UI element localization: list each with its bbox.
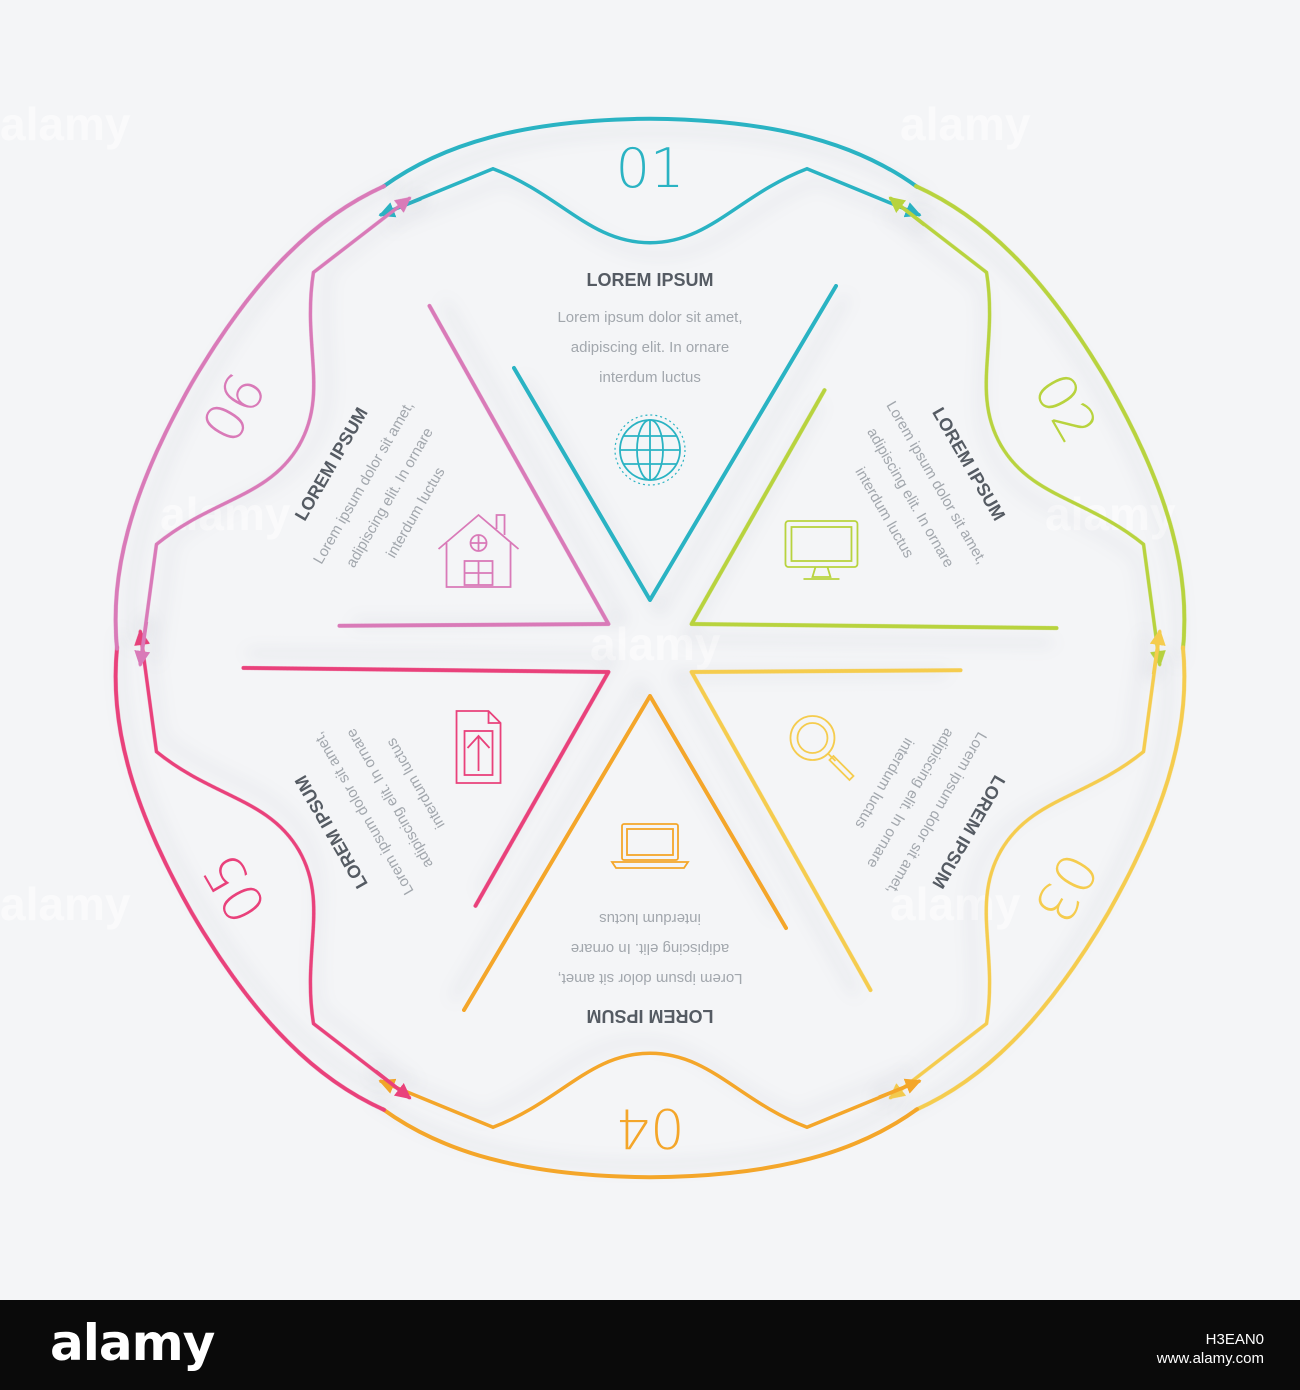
watermark: alamy (0, 98, 131, 150)
step-03-arrow (866, 629, 1162, 1121)
step-01-text-line: interdum luctus (599, 369, 701, 386)
magnifier-icon (789, 715, 855, 782)
step-01-text-line: Lorem ipsum dolor sit amet, (557, 309, 742, 326)
step-03-triangle-outline (689, 668, 963, 993)
monitor-icon (784, 520, 859, 580)
step-01-title: LOREM IPSUM (586, 270, 713, 290)
step-06-triangle-outline (337, 303, 611, 628)
step-04-triangle-outline (462, 694, 788, 1012)
watermark: alamy (890, 878, 1021, 930)
watermark: alamy (160, 488, 291, 540)
step-03-arrow-start (1149, 629, 1166, 675)
step-03-number: 03 (1021, 842, 1110, 933)
step-04-number: 04 (616, 1096, 685, 1159)
step-02-arrow-start (888, 196, 926, 227)
step-02-arrow (888, 196, 1199, 678)
watermark: alamy (590, 618, 721, 670)
step-05-arrow (100, 618, 412, 1100)
step-01-triangle-outline (512, 284, 838, 602)
step-01-text-line: adipiscing elit. In ornare (571, 339, 729, 356)
step-05-number: 05 (190, 842, 279, 933)
step-03-outer-band (913, 645, 1187, 1112)
step-04-text-line: interdum luctus (599, 910, 701, 927)
footer-meta: H3EAN0 www.alamy.com (1157, 1330, 1264, 1368)
image-id: H3EAN0 (1205, 1331, 1264, 1348)
laptop-icon (610, 823, 690, 869)
upload-document-icon (455, 710, 502, 784)
step-01-outer-band (381, 116, 919, 189)
step-06-arrow-start (134, 621, 151, 667)
house-icon (437, 513, 520, 588)
step-01-number: 01 (616, 137, 685, 200)
step-02-triangle-outline (689, 388, 1059, 631)
footer-bar: alamy H3EAN0 www.alamy.com (0, 1300, 1300, 1390)
step-06-number: 06 (190, 363, 279, 454)
hexagon-cycle-diagram: alamy alamy alamy alamy alamy alamy alam… (0, 98, 1199, 1180)
step-06-arrow (138, 175, 433, 667)
globe-icon (614, 414, 686, 486)
step-02-outer-band (913, 184, 1187, 651)
watermark-layer: alamy alamy alamy alamy alamy alamy alam… (0, 98, 1176, 930)
step-02-number: 02 (1021, 363, 1110, 454)
step-05-triangle-outline (241, 665, 611, 908)
step-04-text-line: adipiscing elit. In ornare (571, 940, 729, 957)
footer-logo: alamy (50, 1314, 215, 1372)
step-05-arrow-start (374, 1069, 412, 1100)
step-04-outer-band (381, 1107, 919, 1180)
step-05-outer-band (113, 645, 387, 1112)
step-04-segment: 04 LOREM IPSUM Lorem ipsum dolor sit amet,… (381, 694, 922, 1180)
watermark: alamy (900, 98, 1031, 150)
step-06-outer-band (113, 184, 387, 651)
step-04-text-line: Lorem ipsum dolor sit amet, (557, 970, 742, 987)
step-04-arrow-start (878, 1078, 922, 1099)
watermark: alamy (1045, 488, 1176, 540)
site-url: www.alamy.com (1156, 1350, 1264, 1367)
watermark: alamy (0, 878, 131, 930)
step-04-title: LOREM IPSUM (586, 1006, 713, 1026)
